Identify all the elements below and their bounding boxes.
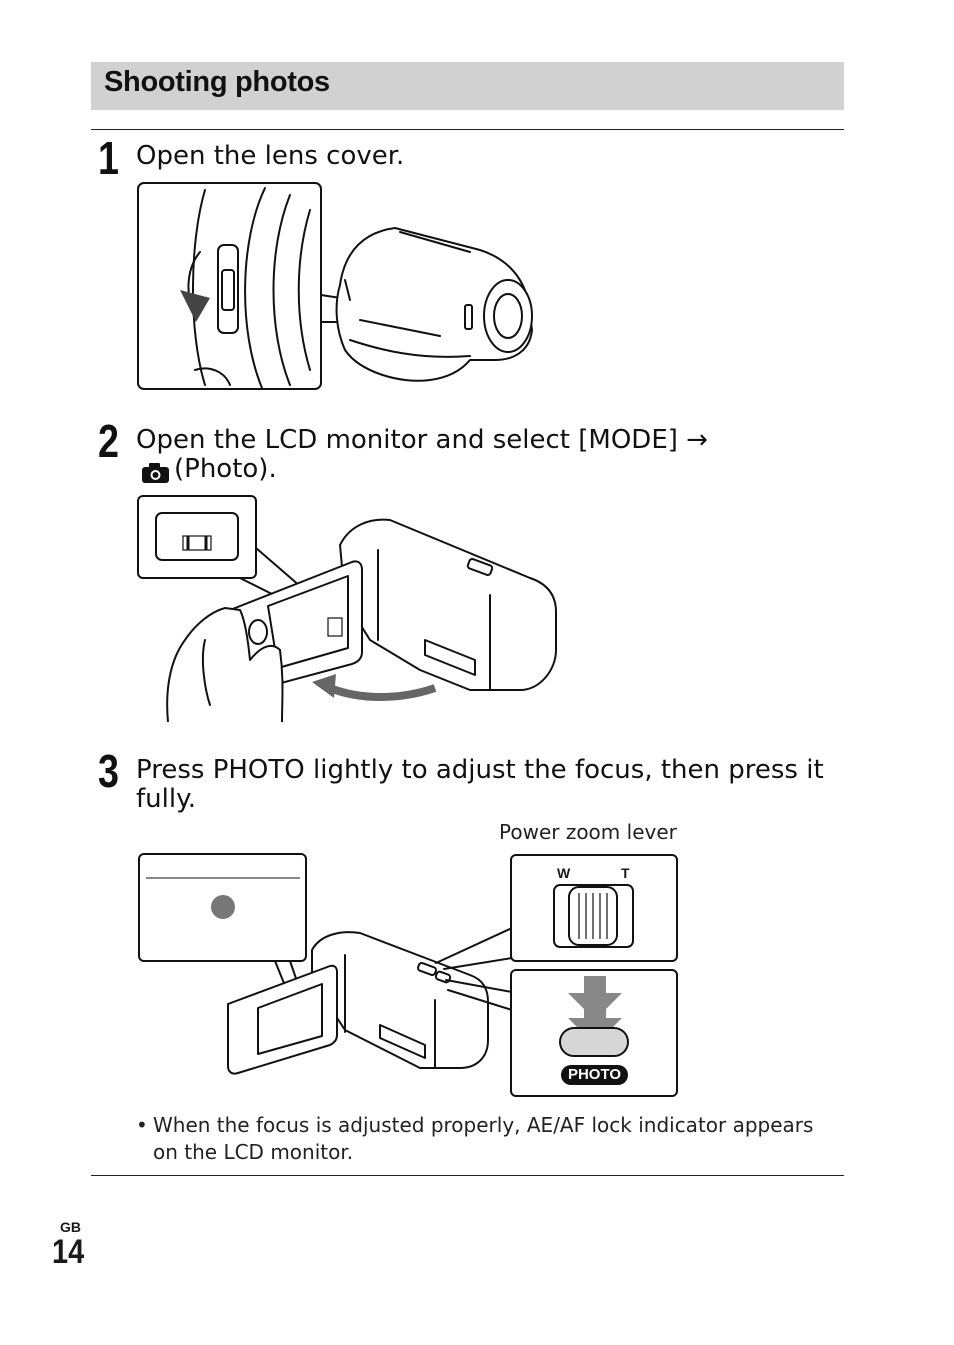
section-title: Shooting photos [104, 66, 330, 98]
zoom-tele-label: T [621, 865, 630, 881]
camera-icon [142, 463, 169, 483]
page-number: 14 [52, 1233, 85, 1271]
step-2-text-line2: (Photo). [174, 454, 277, 484]
step-3-text-line1: Press PHOTO lightly to adjust the focus,… [136, 755, 824, 785]
step-1-number: 1 [98, 132, 119, 184]
note-bullet: • [136, 1113, 148, 1137]
photo-label-badge [561, 1065, 628, 1085]
step-2-text-line1: Open the LCD monitor and select [MODE] → [136, 425, 708, 455]
note-line-2: on the LCD monitor. [153, 1140, 354, 1164]
ae-af-lock-indicator [211, 895, 235, 919]
zoom-lever-caption: Power zoom lever [499, 820, 677, 844]
step-3-text-line2: fully. [136, 784, 197, 814]
region-code: GB [60, 1219, 81, 1235]
zoom-wide-label: W [557, 865, 571, 881]
section-header-bar [91, 62, 844, 110]
movie-mode-icon [182, 535, 212, 551]
bottom-divider [91, 1175, 844, 1176]
top-divider [91, 129, 844, 130]
step-2-number: 2 [98, 415, 119, 467]
note-line-1: When the focus is adjusted properly, AE/… [153, 1113, 814, 1137]
photo-button-label: PHOTO [567, 1066, 622, 1083]
step-3-number: 3 [98, 745, 119, 797]
step-1-text: Open the lens cover. [136, 141, 405, 171]
